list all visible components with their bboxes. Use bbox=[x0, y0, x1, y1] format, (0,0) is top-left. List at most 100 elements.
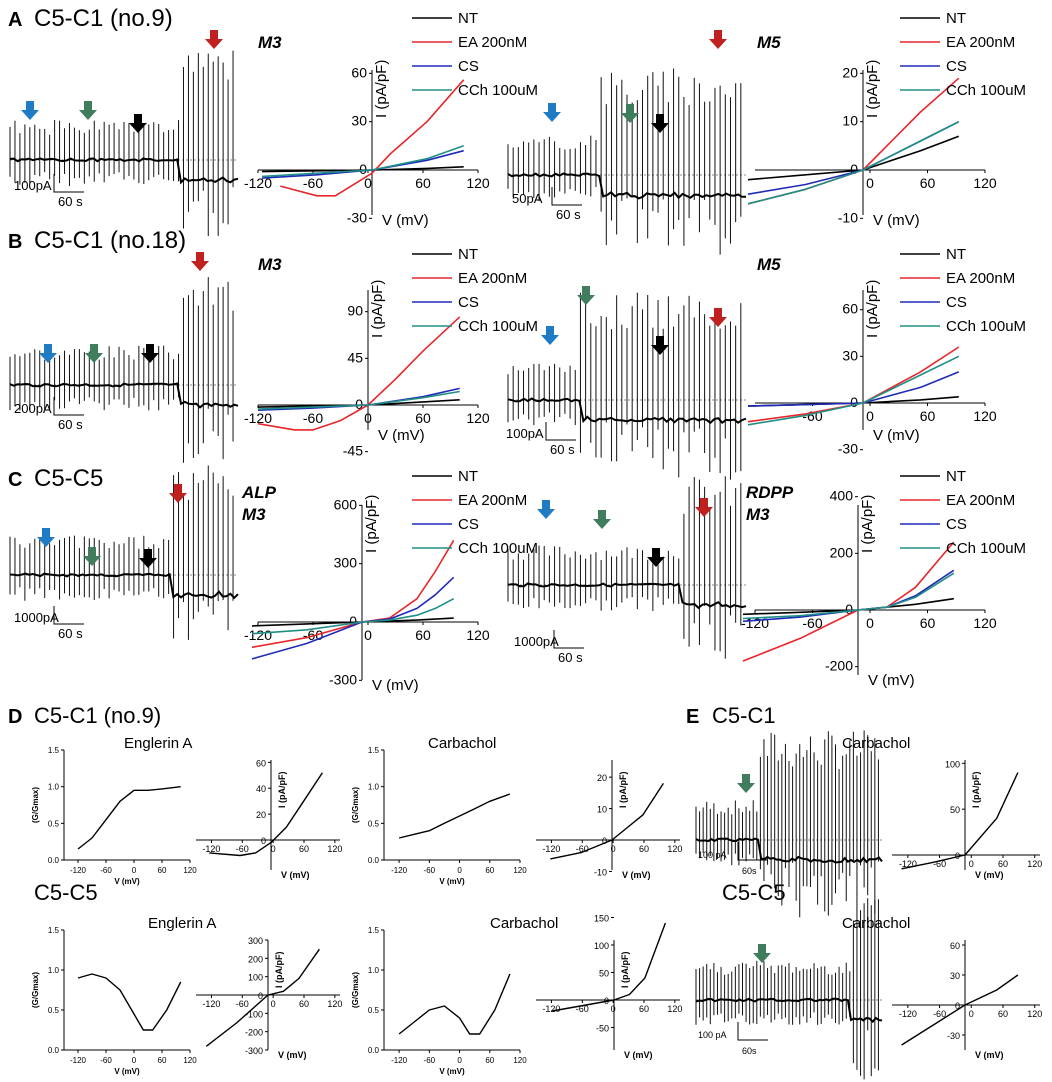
y-tick-label: 1.5 bbox=[368, 746, 380, 755]
x-tick-label: 0 bbox=[364, 410, 372, 426]
legend-entry: EA 200nM bbox=[900, 492, 1015, 509]
x-tick-label: 0 bbox=[364, 175, 372, 191]
y-tick-label: 10 bbox=[842, 113, 858, 129]
y-tick-label: 30 bbox=[950, 971, 960, 981]
current-trace-2 bbox=[507, 68, 747, 255]
y-tick-label: -45 bbox=[343, 443, 363, 459]
scale-amp-label: 200pA bbox=[14, 401, 52, 416]
x-tick-label: 120 bbox=[183, 1056, 197, 1065]
black-arrow-icon bbox=[651, 114, 669, 133]
arrow-shaft bbox=[656, 336, 664, 346]
x-tick-label: -120 bbox=[391, 1056, 408, 1065]
x-tick-label: -60 bbox=[576, 844, 589, 854]
y-tick-label: 1.5 bbox=[48, 926, 60, 935]
legend-label: NT bbox=[946, 246, 966, 263]
blue-arrow-icon bbox=[37, 528, 55, 547]
x-tick-label: 120 bbox=[973, 408, 997, 424]
holding-current bbox=[9, 382, 239, 409]
x-tick-label: -120 bbox=[244, 410, 272, 426]
arrow-head bbox=[593, 519, 611, 529]
arrow-head bbox=[79, 110, 97, 120]
legend-label: EA 200nM bbox=[946, 34, 1015, 51]
x-tick-label: 60 bbox=[998, 859, 1008, 869]
legend-label: EA 200nM bbox=[458, 270, 527, 287]
current-trace-6 bbox=[507, 476, 747, 659]
x-tick-label: 60 bbox=[639, 1004, 649, 1014]
x-tick-label: 120 bbox=[1027, 1009, 1042, 1019]
scale-bar-lines bbox=[737, 1022, 768, 1041]
legend-entry: CS bbox=[412, 294, 479, 311]
legend-label: CS bbox=[946, 294, 967, 311]
x-tick-label: -60 bbox=[933, 859, 946, 869]
holding-current bbox=[507, 582, 747, 610]
scale-time-label: 60 s bbox=[58, 417, 83, 432]
y-tick-label: 200 bbox=[248, 954, 263, 964]
y-tick-label: 1.0 bbox=[368, 966, 380, 975]
panel-title-A: C5-C1 (no.9) bbox=[34, 5, 173, 32]
x-axis-label: V (mV) bbox=[873, 212, 920, 229]
series-line bbox=[398, 973, 511, 1035]
y-tick-label: 20 bbox=[256, 810, 266, 820]
scale-bar: 200pA 60 s bbox=[14, 397, 84, 432]
y-tick-label: 100 bbox=[248, 973, 263, 983]
y-tick-label: 200 bbox=[830, 544, 854, 560]
y-tick-label: -50 bbox=[596, 1024, 609, 1034]
chart-title: Englerin A bbox=[124, 735, 192, 752]
arrow-shaft bbox=[656, 114, 664, 124]
scale-bar-lines bbox=[53, 397, 84, 416]
legend-entry: EA 200nM bbox=[900, 270, 1015, 287]
scale-amp-label: 1000pA bbox=[14, 610, 59, 625]
holding-current bbox=[695, 837, 883, 864]
chart-title: Carbachol bbox=[428, 735, 496, 752]
y-tick-label: 1.0 bbox=[48, 783, 60, 792]
y-tick-label: 150 bbox=[594, 914, 609, 924]
holding-current bbox=[507, 172, 747, 200]
chart-title: Carbachol bbox=[842, 915, 910, 932]
arrow-head bbox=[541, 335, 559, 345]
y-tick-label: -200 bbox=[825, 658, 853, 674]
x-tick-label: 0 bbox=[866, 408, 874, 424]
y-axis-label: I (pA/pF) bbox=[274, 952, 284, 989]
black-arrow-icon bbox=[651, 336, 669, 355]
y-axis-label: I (pA/pF) bbox=[859, 495, 876, 553]
y-axis-label: (G/Gmax) bbox=[351, 972, 360, 1008]
y-tick-label: 0 bbox=[850, 161, 858, 177]
x-axis-label: V (mV) bbox=[439, 1067, 465, 1076]
y-tick-label: 400 bbox=[830, 488, 854, 504]
red-arrow-icon bbox=[191, 252, 209, 271]
x-tick-label: 60 bbox=[158, 866, 167, 875]
arrow-head bbox=[205, 39, 223, 49]
arrow-shaft bbox=[714, 308, 722, 318]
x-tick-label: -60 bbox=[236, 999, 249, 1009]
y-tick-label: -300 bbox=[329, 671, 357, 687]
x-tick-label: 60 bbox=[299, 999, 309, 1009]
y-tick-label: 100 bbox=[945, 759, 960, 769]
arrow-shaft bbox=[598, 510, 606, 520]
legend-label: CS bbox=[946, 516, 967, 533]
y-axis-label: (G/Gmax) bbox=[351, 787, 360, 823]
legend-entry: EA 200nM bbox=[412, 34, 527, 51]
series-line-ea-200nm bbox=[280, 79, 465, 197]
panel-letter-E: E bbox=[686, 706, 699, 728]
legend-label: EA 200nM bbox=[946, 270, 1015, 287]
green-arrow-icon bbox=[85, 344, 103, 363]
x-tick-label: 120 bbox=[667, 1004, 682, 1014]
panel-title-D: C5-C1 (no.9) bbox=[34, 703, 161, 728]
x-axis-label: V (mV) bbox=[624, 1050, 653, 1060]
legend-label: NT bbox=[458, 10, 478, 27]
red-arrow-icon bbox=[695, 498, 713, 517]
x-tick-label: 0 bbox=[969, 859, 974, 869]
series-line-cch-100um bbox=[261, 145, 464, 178]
y-axis-label: I (pA/pF) bbox=[373, 60, 390, 118]
arrow-shaft bbox=[542, 500, 550, 510]
y-tick-label: -30 bbox=[947, 1031, 960, 1041]
x-tick-label: 0 bbox=[866, 615, 874, 631]
x-axis-label: V (mV) bbox=[281, 870, 310, 880]
series-line bbox=[901, 974, 1019, 1046]
panel-letter-A: A bbox=[8, 9, 22, 31]
